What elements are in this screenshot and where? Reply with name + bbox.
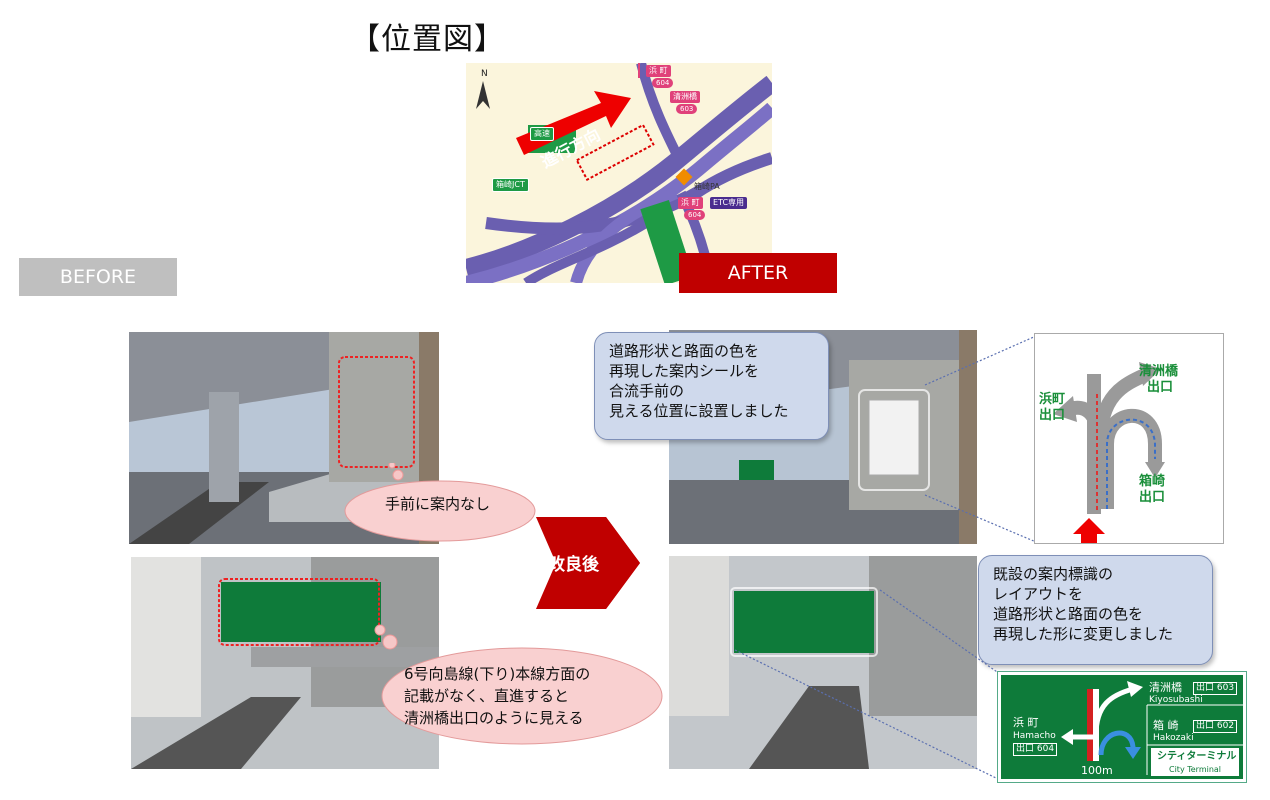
sticker-right-bottom-line-2: 出口 — [1139, 490, 1166, 505]
callout-top-line-3: 合流手前の — [609, 382, 685, 400]
sign-hamacho: 浜 町 — [1013, 716, 1039, 729]
callout-top-line-4: 見える位置に設置しました — [609, 402, 789, 420]
guide-sticker: 浜町 出口 清洲橋 出口 箱崎 出口 — [1034, 333, 1224, 544]
etc-tag: ETC専用 — [710, 197, 748, 209]
page-title: 【位置図】 — [350, 22, 505, 57]
cloud-bottom — [372, 608, 664, 748]
callout-top: 道路形状と路面の色を 再現した案内シールを 合流手前の 見える位置に設置しました — [594, 332, 829, 440]
sign-hamacho-roman: Hamacho — [1013, 731, 1056, 741]
hamacho-top-tag: 浜 町 — [646, 65, 671, 77]
map-roads — [466, 63, 772, 283]
callout-top-line-2: 再現した案内シールを — [609, 362, 760, 380]
after-photo-bottom — [669, 556, 977, 769]
sign-hakozaki-exit: 出口 602 — [1193, 720, 1238, 733]
cloud-bottom-line-1: 6号向島線(下り)本線方面の — [404, 665, 591, 683]
road-sign: 清洲橋 出口 603 Kiyosubashi 箱 崎 出口 602 Hakoza… — [997, 671, 1247, 783]
hamacho-bottom-num: 604 — [684, 210, 706, 220]
before-photo-bottom — [131, 557, 439, 769]
callout-bottom-line-2: レイアウトを — [993, 585, 1084, 603]
callout-bottom-line-3: 道路形状と路面の色を — [993, 605, 1144, 623]
compass-icon — [476, 81, 490, 109]
after-label: AFTER — [679, 253, 837, 293]
kosoku-label: 高速 — [530, 127, 554, 141]
sign-distance: 100m — [1081, 764, 1113, 777]
sign-city-terminal-en: City Terminal — [1169, 765, 1222, 774]
callout-bottom-line-1: 既設の案内標識の — [993, 565, 1114, 583]
sign-kiyosubashi: 清洲橋 — [1149, 681, 1182, 694]
sign-hakozaki: 箱 崎 — [1153, 719, 1179, 732]
callout-bottom-line-4: 再現した形に変更しました — [993, 625, 1174, 643]
improvement-arrow — [536, 517, 640, 609]
before-label: BEFORE — [19, 258, 177, 296]
hakozaki-pa-label: 箱崎PA — [694, 182, 720, 191]
callout-top-line-1: 道路形状と路面の色を — [609, 342, 760, 360]
sign-hakozaki-roman: Hakozaki — [1153, 733, 1194, 743]
sign-kiyosubashi-roman: Kiyosubashi — [1149, 695, 1203, 705]
kiyosubashi-tag: 清洲橋 — [670, 91, 700, 103]
kiyosubashi-num: 603 — [676, 104, 698, 114]
sticker-right-top-line-2: 出口 — [1147, 380, 1174, 395]
cloud-bottom-line-2: 記載がなく、直進すると — [404, 687, 570, 705]
sticker-right-bottom-line-1: 箱崎 — [1139, 474, 1166, 489]
sticker-left-line-2: 出口 — [1039, 408, 1066, 423]
sign-hamacho-exit: 出口 604 — [1013, 743, 1058, 756]
sticker-right-top-line-1: 清洲橋 — [1139, 364, 1179, 379]
cloud-top-text: 手前に案内なし — [385, 495, 491, 513]
north-label: N — [481, 69, 488, 79]
hamacho-bottom-tag: 浜 町 — [678, 197, 703, 209]
sign-kiyosubashi-exit: 出口 603 — [1193, 682, 1238, 695]
hamacho-top-num: 604 — [652, 78, 674, 88]
sticker-left-line-1: 浜町 — [1039, 392, 1066, 407]
hakozaki-jct-tag: 箱崎JCT — [492, 178, 529, 192]
improvement-label: 改良後 — [548, 555, 599, 575]
location-map: N 進行方向 高速 浜 町 604 清洲橋 603 箱崎JCT 箱崎PA 浜 町… — [466, 63, 772, 283]
sign-city-terminal-jp: シティターミナル — [1157, 751, 1237, 762]
callout-bottom: 既設の案内標識の レイアウトを 道路形状と路面の色を 再現した形に変更しました — [978, 555, 1213, 665]
cloud-bottom-line-3: 清洲橋出口のように見える — [404, 709, 584, 727]
